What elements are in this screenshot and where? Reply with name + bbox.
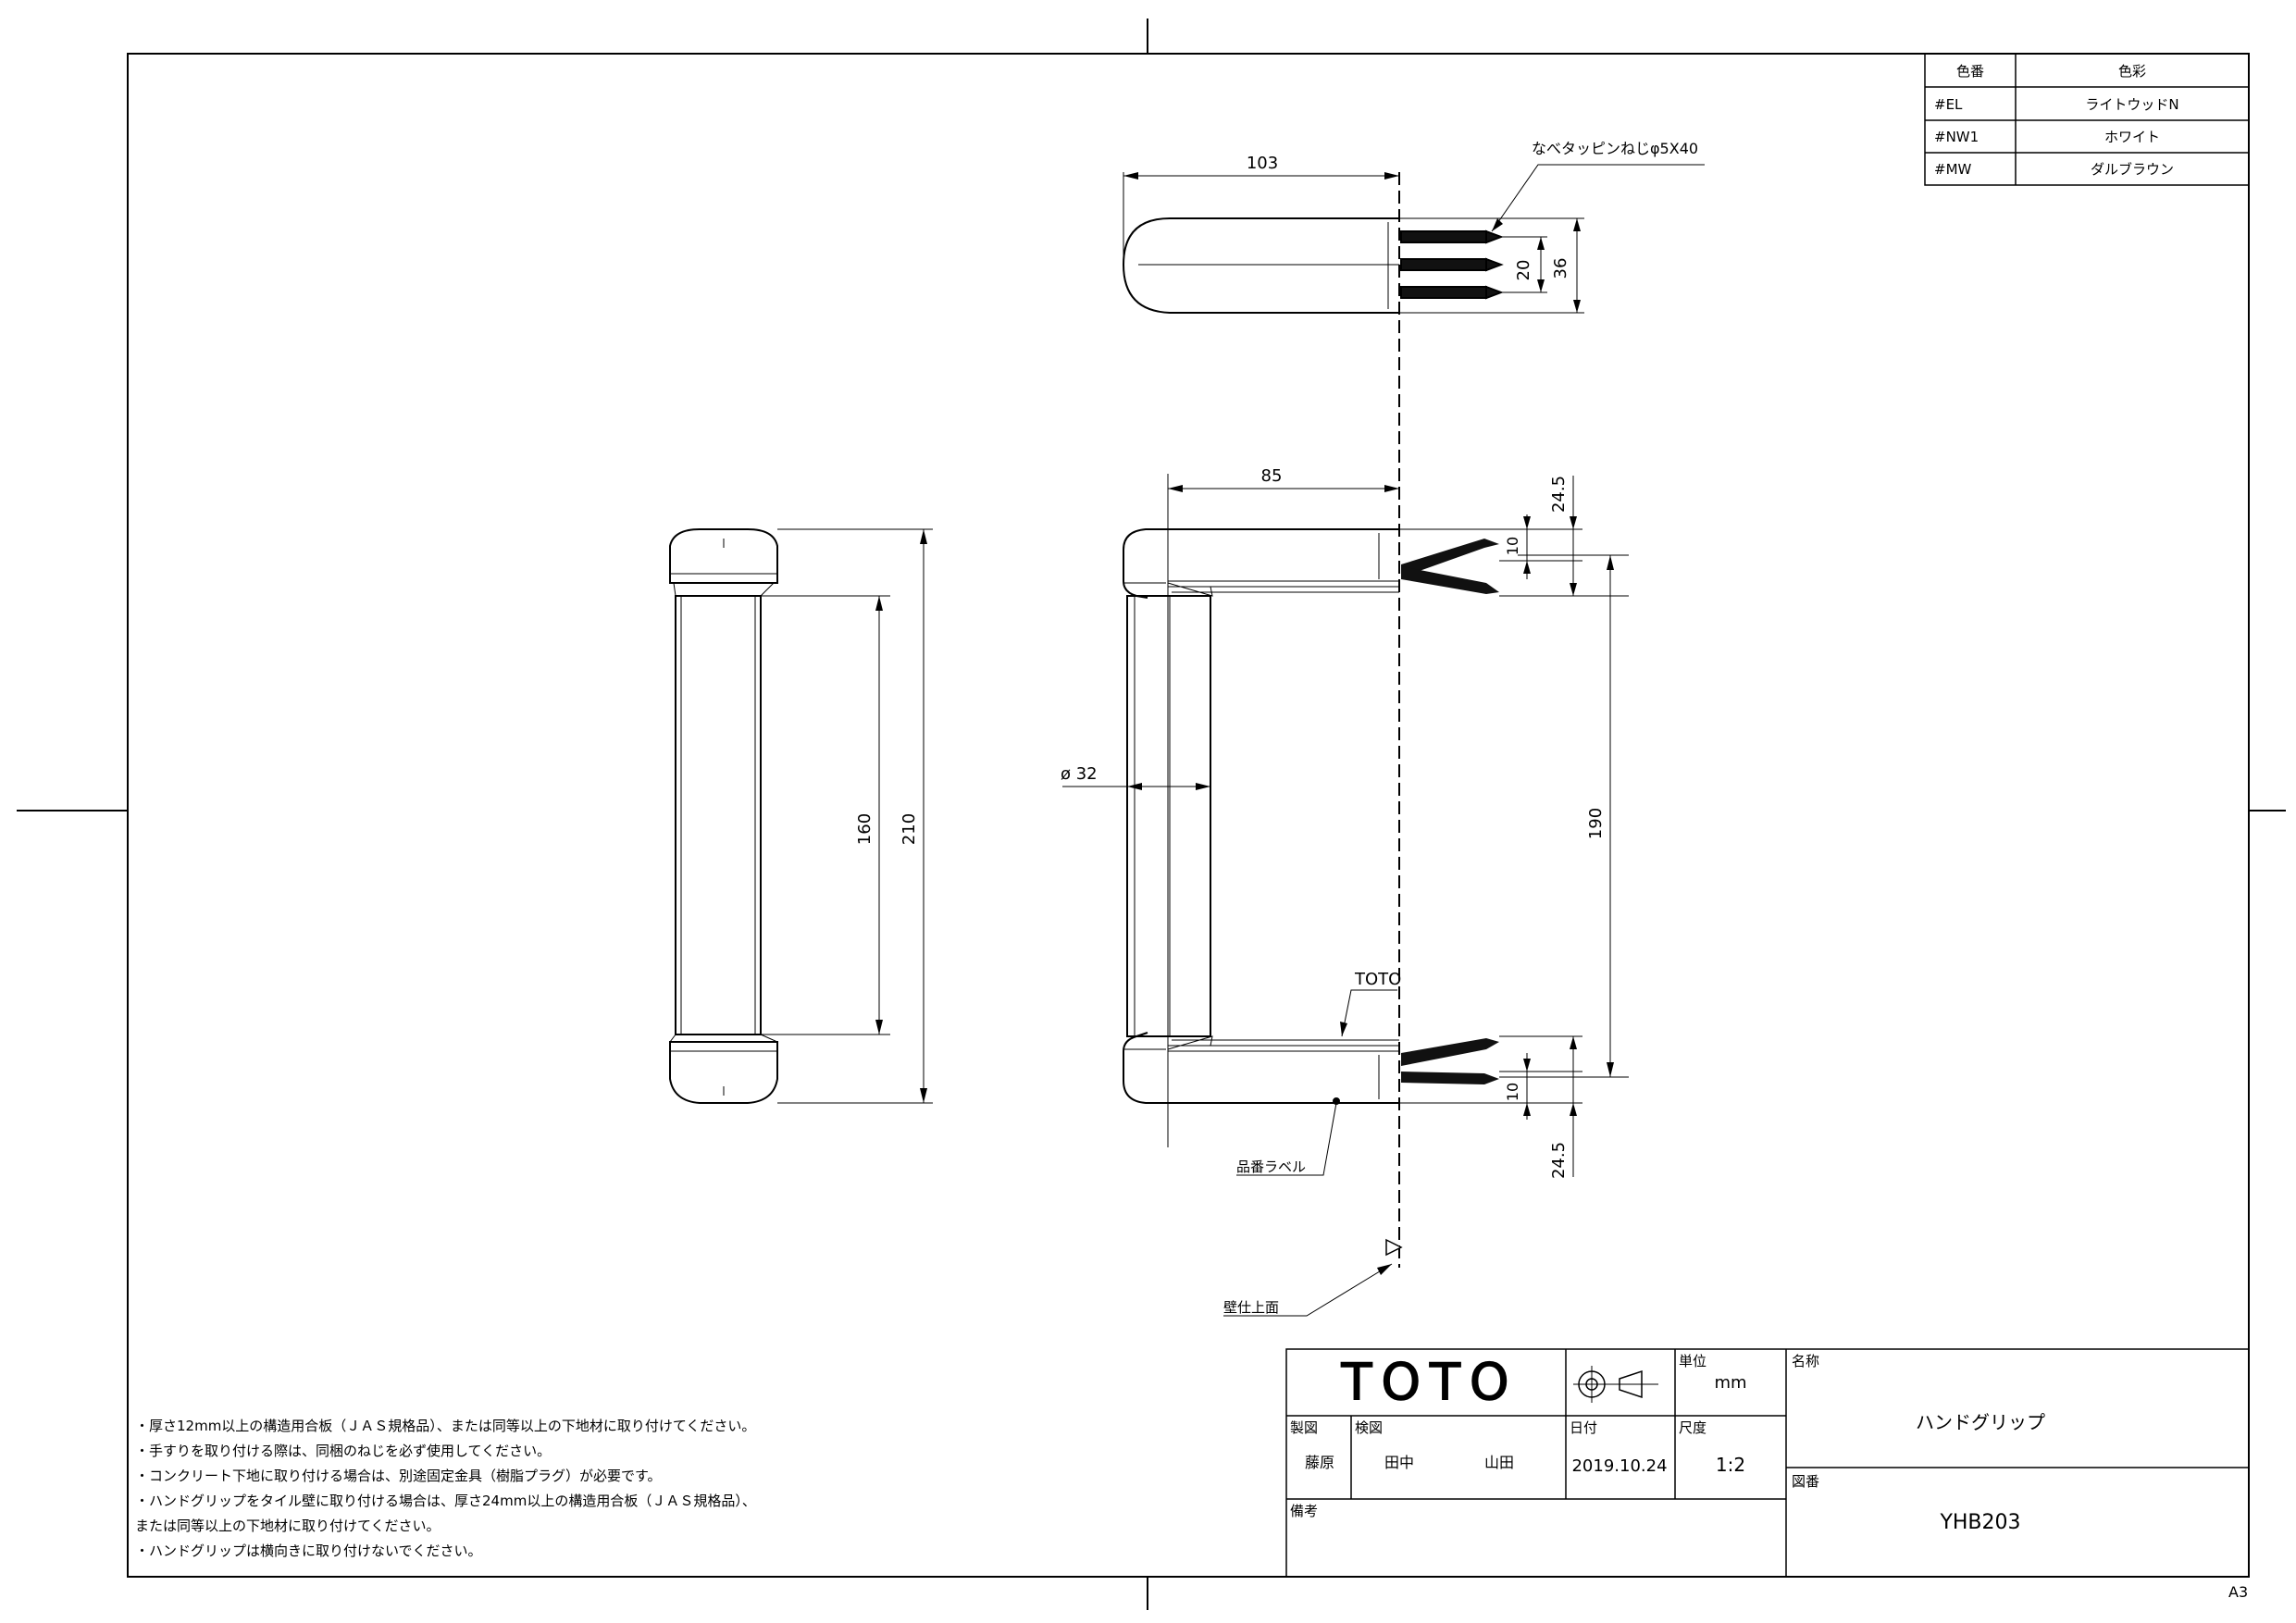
color-table-header-code: 色番 <box>1956 63 1984 80</box>
side-view <box>1062 474 1629 1317</box>
color-code-cell: #EL <box>1934 96 1963 113</box>
drawing-no-value: YHB203 <box>1939 1511 2020 1534</box>
note-line: ・厚さ12mm以上の構造用合板（ＪＡＳ規格品）、または同等以上の下地材に取り付け… <box>135 1418 755 1434</box>
projection-symbol <box>1573 1366 1658 1403</box>
product-label-callout: 品番ラベル <box>1236 1158 1306 1175</box>
remarks-label: 備考 <box>1290 1503 1318 1519</box>
scale-value: 1:2 <box>1716 1454 1745 1476</box>
date-label: 日付 <box>1570 1419 1597 1436</box>
unit-value: mm <box>1714 1373 1746 1393</box>
color-code-cell: #MW <box>1934 161 1972 178</box>
dim-top-length: 103 <box>1247 154 1278 173</box>
sheet-size-label: A3 <box>2228 1583 2248 1601</box>
dim-inner-length: 160 <box>855 813 875 845</box>
sheet-border <box>17 19 2286 1610</box>
color-name-cell: ライトウッドN <box>2085 96 2178 113</box>
name-label: 名称 <box>1792 1353 1819 1369</box>
scale-label: 尺度 <box>1679 1419 1706 1436</box>
note-line: ・コンクリート下地に取り付ける場合は、別途固定金具（樹脂プラグ）が必要です。 <box>135 1468 662 1484</box>
dim-top-width: 36 <box>1551 258 1570 279</box>
unit-label: 単位 <box>1679 1353 1706 1369</box>
toto-logo: TOTO <box>1341 1353 1519 1411</box>
note-line: または同等以上の下地材に取り付けてください。 <box>135 1518 441 1534</box>
dim-diameter: ø 32 <box>1061 764 1098 784</box>
color-name-cell: ホワイト <box>2104 129 2160 145</box>
color-table-header-color: 色彩 <box>2118 63 2146 80</box>
screws-side-view <box>1401 539 1499 1084</box>
screw-spec-label: なべタッピンねじφ5X40 <box>1532 140 1698 157</box>
drawn-label: 製図 <box>1290 1419 1318 1436</box>
drawn-value: 藤原 <box>1305 1454 1334 1471</box>
dim-mount-pitch: 190 <box>1586 808 1606 839</box>
date-value: 2019.10.24 <box>1571 1456 1667 1476</box>
title-block: TOTO 単位 mm 名称 ハンドグリップ 製図 藤原 検図 田中 山田 日付 … <box>1285 1348 2250 1578</box>
color-table: 色番 色彩 #EL ライトウッドN #NW1 ホワイト #MW ダルブラウン <box>1924 53 2250 186</box>
color-code-cell: #NW1 <box>1934 129 1979 145</box>
checked-label: 検図 <box>1355 1419 1383 1436</box>
note-line: ・ハンドグリップは横向きに取り付けないでください。 <box>135 1542 482 1559</box>
dim-overall-length: 210 <box>900 813 919 845</box>
color-name-cell: ダルブラウン <box>2091 161 2174 178</box>
name-value: ハンドグリップ <box>1916 1411 2045 1433</box>
top-view <box>1122 164 1705 314</box>
dim-edge-top: 24.5 <box>1549 476 1569 513</box>
installation-notes: ・厚さ12mm以上の構造用合板（ＪＡＳ規格品）、または同等以上の下地材に取り付け… <box>135 1418 756 1559</box>
dim-ten-bottom: 10 <box>1504 1083 1521 1101</box>
dim-screw-pitch: 20 <box>1514 260 1533 281</box>
note-line: ・ハンドグリップをタイル壁に取り付ける場合は、厚さ24mm以上の構造用合板（ＪＡ… <box>135 1493 756 1509</box>
drawing-no-label: 図番 <box>1792 1473 1819 1490</box>
dim-edge-bottom: 24.5 <box>1549 1142 1569 1179</box>
front-view <box>669 528 933 1104</box>
wall-surface-label: 壁仕上面 <box>1223 1299 1279 1316</box>
brand-mark-label: TOTO <box>1354 970 1401 989</box>
dim-projection: 85 <box>1261 466 1283 486</box>
checked-value: 山田 <box>1484 1454 1514 1471</box>
note-line: ・手すりを取り付ける際は、同梱のねじを必ず使用してください。 <box>135 1443 551 1459</box>
dim-ten-top: 10 <box>1504 537 1521 555</box>
checked-value: 田中 <box>1384 1454 1414 1471</box>
screws-top-view <box>1400 229 1504 300</box>
